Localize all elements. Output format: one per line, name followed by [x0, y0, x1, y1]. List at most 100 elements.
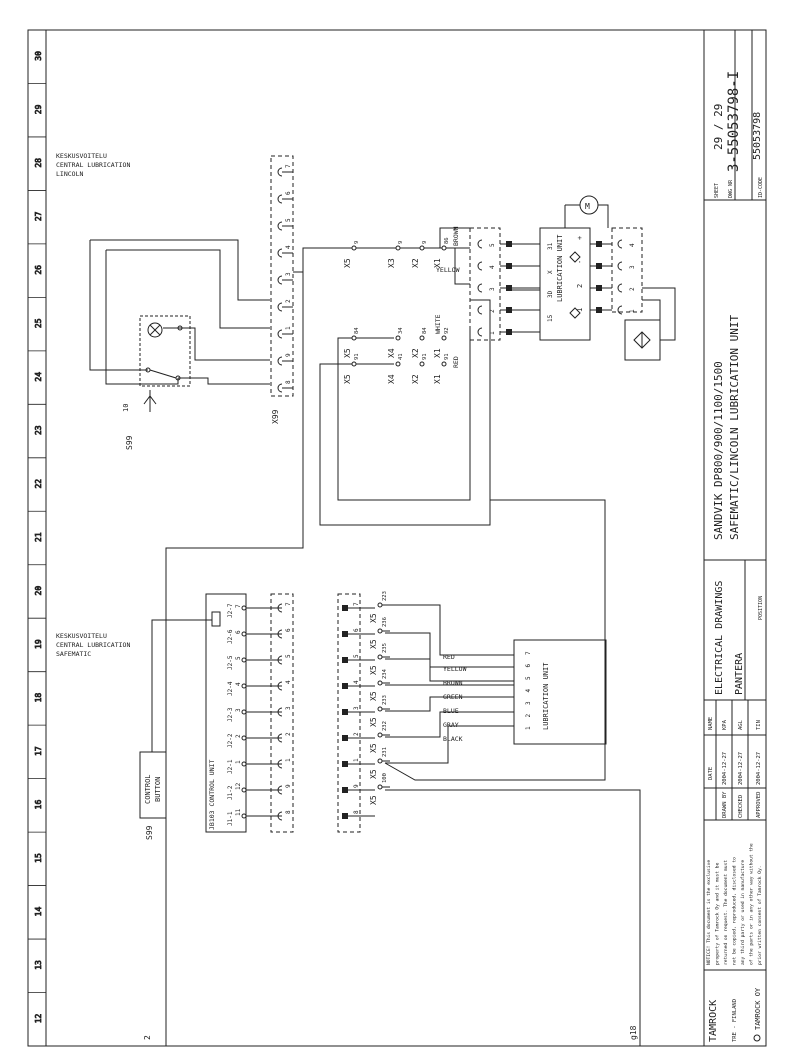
- lincoln: LINCOLN: [56, 170, 83, 178]
- terminal-socket: [277, 302, 283, 312]
- connector-pin: [377, 732, 383, 738]
- jb-terminal-label: J2-1: [227, 759, 234, 774]
- x5-connector-name: X5: [369, 613, 378, 623]
- right-plug-number: 1: [629, 309, 636, 313]
- lub-sign: 1: [576, 308, 584, 312]
- terminal-block: [342, 605, 348, 611]
- plug-terminal-number: 2: [489, 309, 496, 313]
- jb-terminal-pin: 3: [235, 708, 242, 712]
- terminal-socket: [277, 329, 283, 339]
- x5-strip-number: 7: [353, 602, 360, 606]
- x99-terminal-number: 4: [285, 245, 292, 249]
- wire: [384, 499, 606, 781]
- bottom-wiring: [384, 499, 641, 1046]
- terminal-block: [342, 813, 348, 819]
- connector-pin-number: 9: [422, 241, 428, 244]
- wire-color-red: RED: [452, 356, 460, 368]
- x5-connector-pin: 235: [382, 643, 388, 653]
- wire-color-white: WHITE: [434, 314, 442, 334]
- tamrock-logo-icon: [753, 1034, 761, 1042]
- wire-color-label: BLACK: [443, 735, 463, 743]
- terminal-socket: [277, 248, 283, 258]
- jb-strip-number: 5: [285, 654, 292, 658]
- lincoln-fi: KESKUSVOITELU: [56, 152, 107, 160]
- tb-notice-line: NOTICE! This document is the exclusive: [706, 860, 712, 965]
- terminal-block: [342, 631, 348, 637]
- connector-name: X3: [387, 258, 396, 268]
- wire: [105, 250, 179, 385]
- jb-strip-box: [270, 593, 294, 833]
- tb-pantera: PANTERA: [734, 653, 745, 695]
- lamp-icon: [147, 322, 163, 338]
- jb-pin: [241, 631, 247, 637]
- right-plug-number: 2: [629, 287, 636, 291]
- wire: [178, 377, 270, 385]
- terminal-socket: [277, 759, 283, 769]
- wire-color-label: BROWN: [443, 679, 463, 687]
- x5-connector-pin: 232: [382, 721, 388, 731]
- switch-contact: [149, 369, 177, 379]
- terminal-socket: [617, 305, 623, 315]
- x5-strip-number: 6: [353, 628, 360, 632]
- wire: [454, 247, 470, 285]
- x5-strip-number: 2: [353, 732, 360, 736]
- tb-electrical-drawings: ELECTRICAL DRAWINGS: [714, 581, 725, 695]
- jb-terminal-pin: 11: [235, 808, 242, 816]
- x5-connector-pin: 233: [382, 695, 388, 705]
- safematic-fi: KESKUSVOITELU: [56, 632, 107, 640]
- plug-terminal-number: 5: [489, 243, 496, 247]
- top-connectors: X59X39X29X186X584X434X284X192X591X441X29…: [343, 237, 450, 384]
- terminal-block: [596, 285, 602, 291]
- connector-pin-number: 92: [444, 327, 450, 334]
- lub-unit-pin: 6: [525, 664, 532, 668]
- tb-title: SANDVIK DP800/900/1100/1500: [712, 361, 725, 540]
- wire: [319, 299, 491, 526]
- terminal-block: [596, 241, 602, 247]
- tb-notice-line: property of Tamrock Oy and it must be: [715, 862, 721, 965]
- terminal-block: [506, 263, 512, 269]
- x99-terminal-number: 6: [285, 191, 292, 195]
- connector-pin: [377, 680, 383, 686]
- connector-pin: [377, 758, 383, 764]
- terminal-socket: [277, 221, 283, 231]
- connector-pin-number: 84: [354, 327, 360, 334]
- jb-pin: [241, 709, 247, 715]
- tb-approved-date: 2004-12-27: [756, 752, 762, 785]
- s99-top-label: S99: [125, 435, 134, 450]
- x5-strip-box: [337, 593, 361, 833]
- terminal-socket: [277, 356, 283, 366]
- wire-color-yellow: YELLOW: [436, 266, 460, 274]
- terminal-socket: [277, 707, 283, 717]
- connector-pin: [377, 654, 383, 660]
- grid-number: 24: [34, 372, 43, 382]
- s99-dashed-box: [139, 315, 191, 387]
- control-button-line1: CONTROL: [144, 774, 152, 804]
- wire: [385, 789, 641, 1046]
- x5-strip-number: 4: [353, 680, 360, 684]
- terminal-socket: [617, 283, 623, 293]
- jb-strip-number: 2: [285, 732, 292, 736]
- tb-checked-name: AGL: [738, 719, 744, 730]
- x5-connector-pin: 223: [382, 591, 388, 601]
- x5-connector-name: X5: [369, 639, 378, 649]
- jb-terminal-pin: 7: [235, 604, 242, 608]
- tb-notice-line: of the parts or in any other way without…: [749, 843, 755, 965]
- jb-pin: [241, 813, 247, 819]
- tb-notice-line: not be copied, reproduced, disclosed to: [732, 857, 738, 965]
- wire: [293, 247, 394, 273]
- jb-terminal-pin: 6: [235, 630, 242, 634]
- connector-pin-number: 34: [398, 327, 404, 334]
- jb-strip-number: 4: [285, 680, 292, 684]
- lub-sign: +: [576, 236, 584, 240]
- terminal-socket: [477, 239, 483, 249]
- wire-color-brown: BROWN: [452, 226, 460, 246]
- terminal-block: [342, 657, 348, 663]
- tb-checked-date: 2004-12-27: [738, 752, 744, 785]
- grid-number: 29: [34, 104, 43, 114]
- connector-pin: [395, 335, 401, 341]
- connector-pin: [419, 335, 425, 341]
- connector-pin-number: 84: [422, 327, 428, 334]
- jb-terminal-label: J2-7: [227, 603, 234, 618]
- connector-name: X5: [343, 374, 352, 384]
